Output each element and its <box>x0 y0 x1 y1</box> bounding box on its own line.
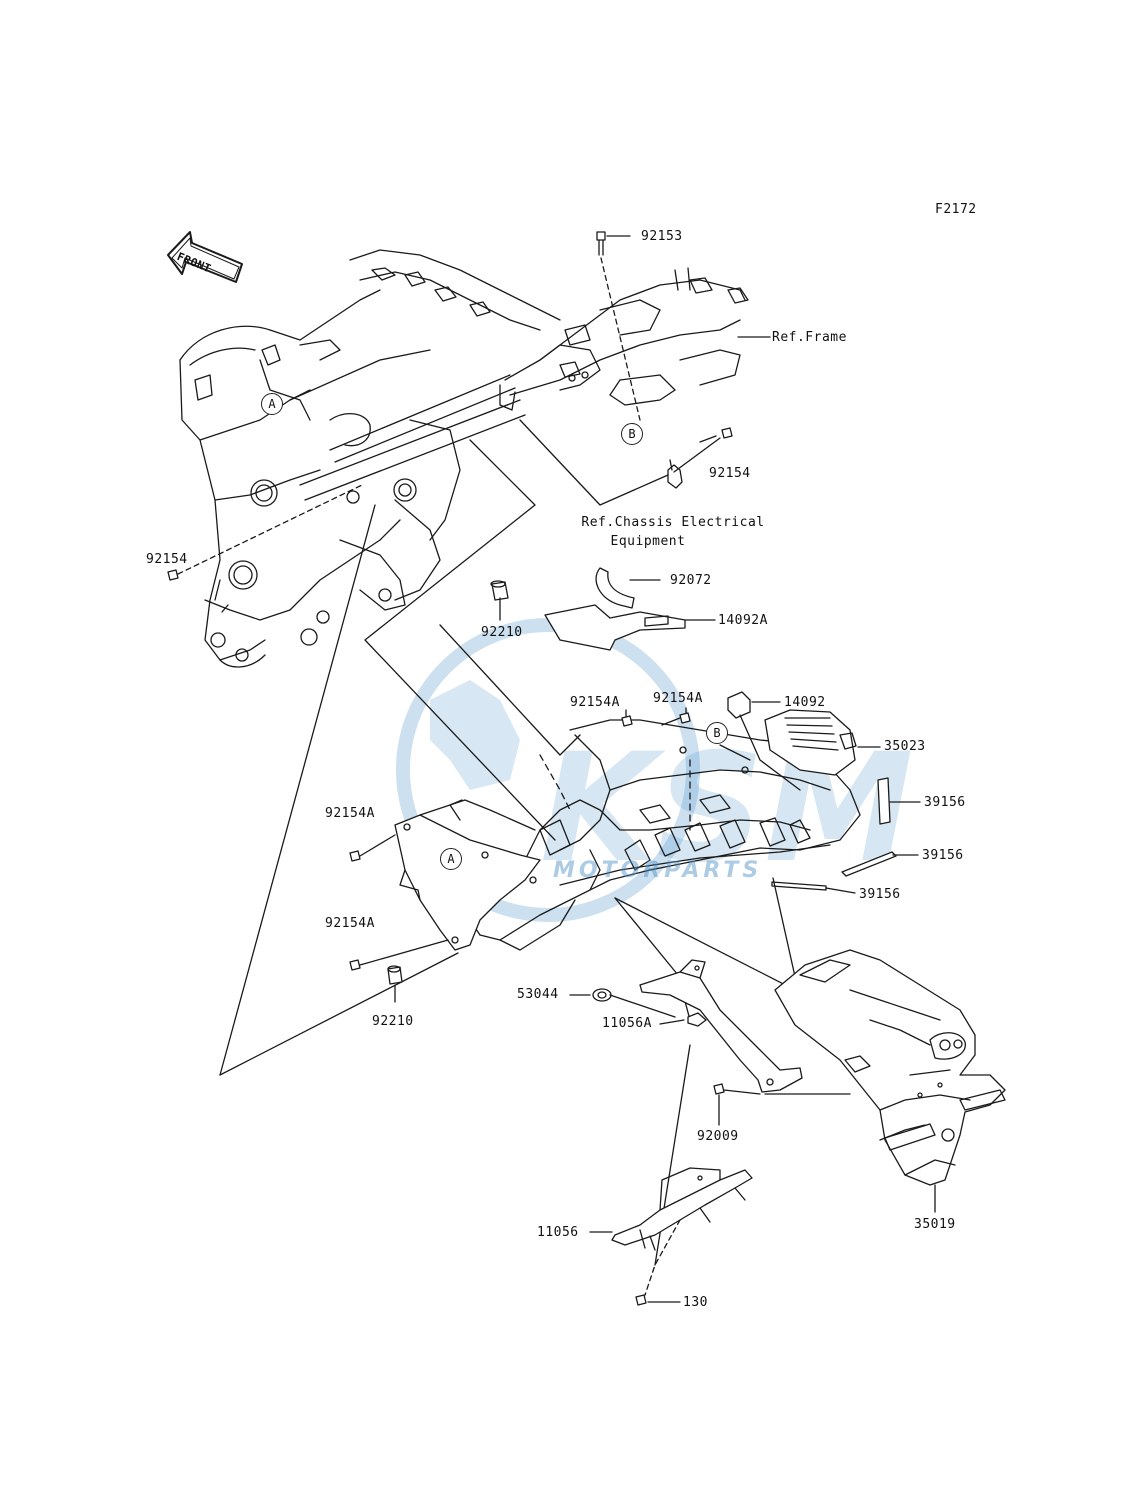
callout-b-cover: B <box>706 722 728 744</box>
ref-frame-label: Ref.Frame <box>772 330 847 345</box>
nut-11056A-icon <box>687 1012 707 1027</box>
part-92154-left: 92154 <box>146 552 188 567</box>
part-92154-right: 92154 <box>709 466 751 481</box>
part-130: 130 <box>683 1295 708 1310</box>
fender-35019-icon <box>774 949 1006 1186</box>
bolt-92154A-side-upper-icon <box>349 834 396 862</box>
grommet-53044-icon <box>592 988 612 1002</box>
bolt-92154A-side-lower-icon <box>349 939 449 971</box>
part-92154A-side-lower: 92154A <box>325 916 375 931</box>
regulator-35023-icon <box>764 709 857 776</box>
bracket-11056-icon <box>611 1167 753 1251</box>
collar-92210-upper-icon <box>490 580 509 601</box>
part-92072: 92072 <box>670 573 712 588</box>
part-35023: 35023 <box>884 739 926 754</box>
part-14092A: 14092A <box>718 613 768 628</box>
part-39156-c: 39156 <box>859 887 901 902</box>
part-39156-b: 39156 <box>922 848 964 863</box>
part-53044: 53044 <box>517 987 559 1002</box>
part-39156-a: 39156 <box>924 795 966 810</box>
bolt-92009-icon <box>713 1083 761 1095</box>
part-35019: 35019 <box>914 1217 956 1232</box>
bracket-11056A-icon <box>639 959 803 1093</box>
callout-a-cover: A <box>440 848 462 870</box>
rear-subframe <box>499 267 749 411</box>
clip-connector-icon <box>667 459 683 489</box>
bolt-92154-left-icon <box>167 484 363 581</box>
band-92072-icon <box>595 567 635 609</box>
watermark-text: MOTORPARTS <box>553 858 763 883</box>
collar-92210-lower-icon <box>387 965 403 985</box>
rear-under-cover <box>469 719 861 951</box>
part-92210-lower: 92210 <box>372 1014 414 1029</box>
callout-b-frame: B <box>621 423 643 445</box>
block-14092-icon <box>727 691 751 719</box>
part-92154A-side-upper: 92154A <box>325 806 375 821</box>
ref-chassis-label-line1: Ref.Chassis Electrical <box>581 515 765 530</box>
part-11056A: 11056A <box>602 1016 652 1031</box>
bolt-92153-icon <box>596 231 631 256</box>
part-92009: 92009 <box>697 1129 739 1144</box>
bolt-92154A-top-right-icon <box>661 707 691 726</box>
bolt-130-icon <box>635 1294 647 1306</box>
part-92210-upper: 92210 <box>481 625 523 640</box>
part-14092: 14092 <box>784 695 826 710</box>
strip-39156-c-icon <box>771 881 827 891</box>
part-92154A-top-left: 92154A <box>570 695 620 710</box>
frame-assembly <box>179 249 561 668</box>
ref-chassis-label-line2: Equipment <box>610 534 686 549</box>
part-11056: 11056 <box>537 1225 579 1240</box>
bolt-92154-right-icon <box>699 427 733 443</box>
part-92153: 92153 <box>641 229 683 244</box>
plate-14092A-icon <box>544 604 686 651</box>
strip-39156-a-icon <box>877 777 891 825</box>
figure-code: F2172 <box>935 202 977 217</box>
callout-a-frame: A <box>261 393 283 415</box>
strip-39156-b-icon <box>841 851 897 877</box>
bolt-92154A-top-left-icon <box>621 709 633 727</box>
front-arrow-icon <box>167 231 243 283</box>
side-panel <box>394 799 541 951</box>
part-92154A-top-right: 92154A <box>653 691 703 706</box>
